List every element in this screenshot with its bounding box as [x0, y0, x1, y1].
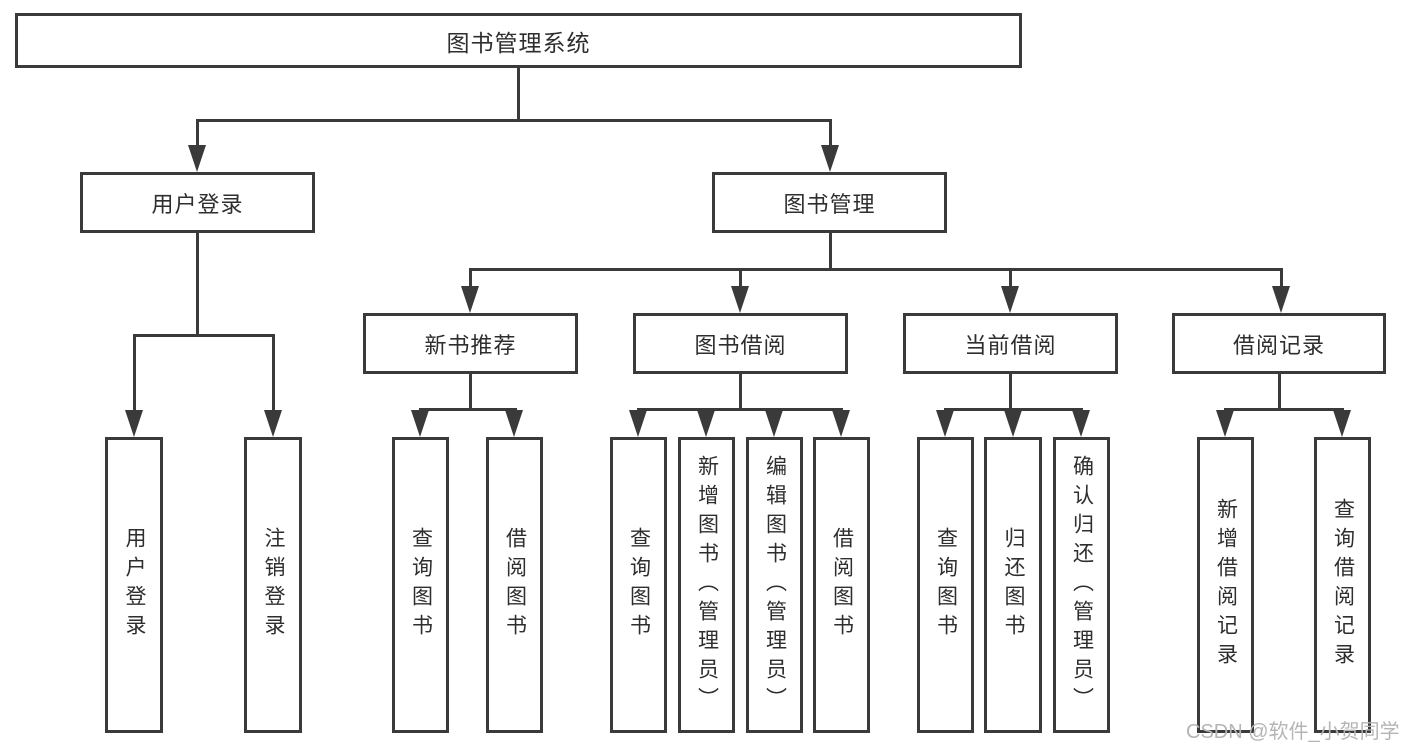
- connector-line: [829, 119, 832, 147]
- node-label: 确认归还（管理员）: [1070, 454, 1094, 716]
- node-user-login-group: 用户登录: [80, 172, 315, 233]
- connector-line: [739, 374, 742, 411]
- arrow-down-icon: [936, 410, 954, 437]
- connector-line: [196, 119, 199, 147]
- node-current-borrowing: 当前借阅: [903, 313, 1118, 374]
- leaf-user-login: 用户登录: [105, 437, 163, 733]
- leaf-confirm-return-admin: 确认归还（管理员）: [1053, 437, 1110, 733]
- connector-line: [1224, 408, 1344, 411]
- connector-line: [829, 233, 832, 271]
- connector-line: [944, 408, 1083, 411]
- node-label: 查询图书: [934, 527, 958, 643]
- leaf-borrow-books-borrowing: 借阅图书: [813, 437, 870, 733]
- arrow-down-icon: [188, 145, 206, 172]
- leaf-query-books-recommend: 查询图书: [392, 437, 449, 733]
- leaf-logout: 注销登录: [244, 437, 302, 733]
- node-label: 图书管理系统: [446, 29, 591, 56]
- node-label: 图书借阅: [694, 332, 787, 358]
- connector-line: [272, 334, 275, 412]
- arrow-down-icon: [1072, 410, 1090, 437]
- connector-line: [1009, 268, 1012, 288]
- node-label: 当前借阅: [964, 332, 1057, 358]
- arrow-down-icon: [1004, 410, 1022, 437]
- node-label: 查询图书: [409, 527, 433, 643]
- leaf-return-book: 归还图书: [984, 437, 1042, 733]
- node-label: 用户登录: [151, 191, 244, 217]
- connector-line: [133, 334, 136, 412]
- connector-line: [133, 334, 275, 337]
- node-label: 借阅图书: [503, 527, 527, 643]
- node-borrowing-records: 借阅记录: [1172, 313, 1386, 374]
- node-label: 新增图书（管理员）: [695, 454, 719, 716]
- node-label: 用户登录: [123, 527, 146, 643]
- node-book-management: 图书管理: [712, 172, 947, 233]
- connector-line: [196, 233, 199, 337]
- arrow-down-icon: [697, 410, 715, 437]
- watermark: CSDN @软件_小贺同学: [1186, 721, 1400, 743]
- arrow-down-icon: [461, 286, 479, 313]
- leaf-edit-book-admin: 编辑图书（管理员）: [746, 437, 803, 733]
- connector-line: [739, 268, 742, 288]
- connector-line: [469, 268, 472, 288]
- node-new-book-recommend: 新书推荐: [363, 313, 578, 374]
- arrow-down-icon: [1001, 286, 1019, 313]
- node-library-management-system: 图书管理系统: [15, 13, 1022, 68]
- connector-line: [1278, 374, 1281, 411]
- connector-line: [469, 268, 1283, 271]
- connector-line: [1009, 374, 1012, 411]
- arrow-down-icon: [411, 410, 429, 437]
- arrow-down-icon: [125, 410, 143, 437]
- arrow-down-icon: [832, 410, 850, 437]
- node-label: 新增借阅记录: [1214, 498, 1238, 672]
- arrow-down-icon: [505, 410, 523, 437]
- leaf-borrow-books-recommend: 借阅图书: [486, 437, 543, 733]
- connector-line: [419, 408, 517, 411]
- connector-line: [469, 374, 472, 411]
- arrow-down-icon: [1333, 410, 1351, 437]
- arrow-down-icon: [1216, 410, 1234, 437]
- node-book-borrowing: 图书借阅: [633, 313, 848, 374]
- arrow-down-icon: [821, 145, 839, 172]
- connector-line: [517, 68, 520, 122]
- node-label: 查询借阅记录: [1331, 498, 1355, 672]
- node-label: 归还图书: [1002, 527, 1025, 643]
- connector-line: [637, 408, 843, 411]
- leaf-query-borrow-record: 查询借阅记录: [1314, 437, 1371, 733]
- leaf-add-book-admin: 新增图书（管理员）: [678, 437, 735, 733]
- leaf-query-books-current: 查询图书: [917, 437, 974, 733]
- node-label: 编辑图书（管理员）: [763, 454, 787, 716]
- arrow-down-icon: [765, 410, 783, 437]
- arrow-down-icon: [731, 286, 749, 313]
- arrow-down-icon: [264, 410, 282, 437]
- arrow-down-icon: [1272, 286, 1290, 313]
- leaf-add-borrow-record: 新增借阅记录: [1197, 437, 1254, 733]
- node-label: 注销登录: [262, 527, 285, 643]
- node-label: 借阅图书: [830, 527, 854, 643]
- connector-line: [196, 119, 832, 122]
- node-label: 新书推荐: [424, 332, 517, 358]
- node-label: 借阅记录: [1232, 332, 1325, 358]
- leaf-query-books-borrowing: 查询图书: [610, 437, 667, 733]
- connector-line: [1280, 268, 1283, 288]
- node-label: 查询图书: [627, 527, 651, 643]
- arrow-down-icon: [629, 410, 647, 437]
- node-label: 图书管理: [783, 191, 876, 217]
